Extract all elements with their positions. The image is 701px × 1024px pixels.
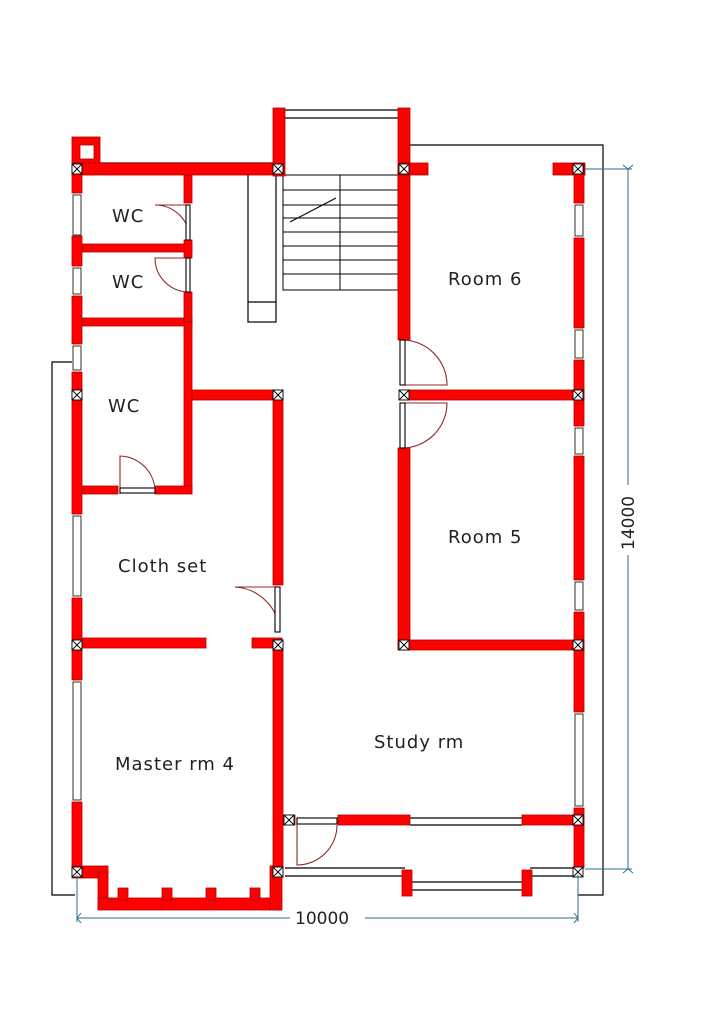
- walls: [71, 107, 586, 911]
- label-room-5: Room 5: [448, 527, 522, 548]
- column-marker: [398, 639, 410, 651]
- label-cloth-set: Cloth set: [118, 556, 207, 577]
- column-marker: [71, 163, 83, 175]
- windows: [72, 194, 584, 807]
- column-marker: [272, 163, 284, 175]
- column-marker: [572, 866, 584, 878]
- label-wc-top: WC: [112, 206, 144, 227]
- columns: [71, 163, 584, 878]
- column-marker: [272, 389, 284, 401]
- doors: [119, 204, 448, 866]
- staircase: [282, 174, 399, 291]
- column-marker: [572, 814, 584, 826]
- label-master-room: Master rm 4: [115, 754, 235, 775]
- label-wc-low: WC: [108, 396, 140, 417]
- column-marker: [272, 866, 284, 878]
- column-marker: [272, 639, 284, 651]
- label-wc-mid: WC: [112, 272, 144, 293]
- outline-lines: [51, 109, 604, 896]
- column-marker: [398, 163, 410, 175]
- dimension-height: 14000: [619, 496, 639, 550]
- column-marker: [71, 639, 83, 651]
- label-room-6: Room 6: [448, 269, 522, 290]
- dimension-lines: [76, 164, 634, 924]
- column-marker: [283, 814, 295, 826]
- column-marker: [71, 389, 83, 401]
- column-marker: [572, 163, 584, 175]
- column-marker: [572, 389, 584, 401]
- label-study-room: Study rm: [374, 732, 464, 753]
- column-marker: [572, 639, 584, 651]
- column-marker: [398, 389, 410, 401]
- dimension-width: 10000: [295, 909, 349, 929]
